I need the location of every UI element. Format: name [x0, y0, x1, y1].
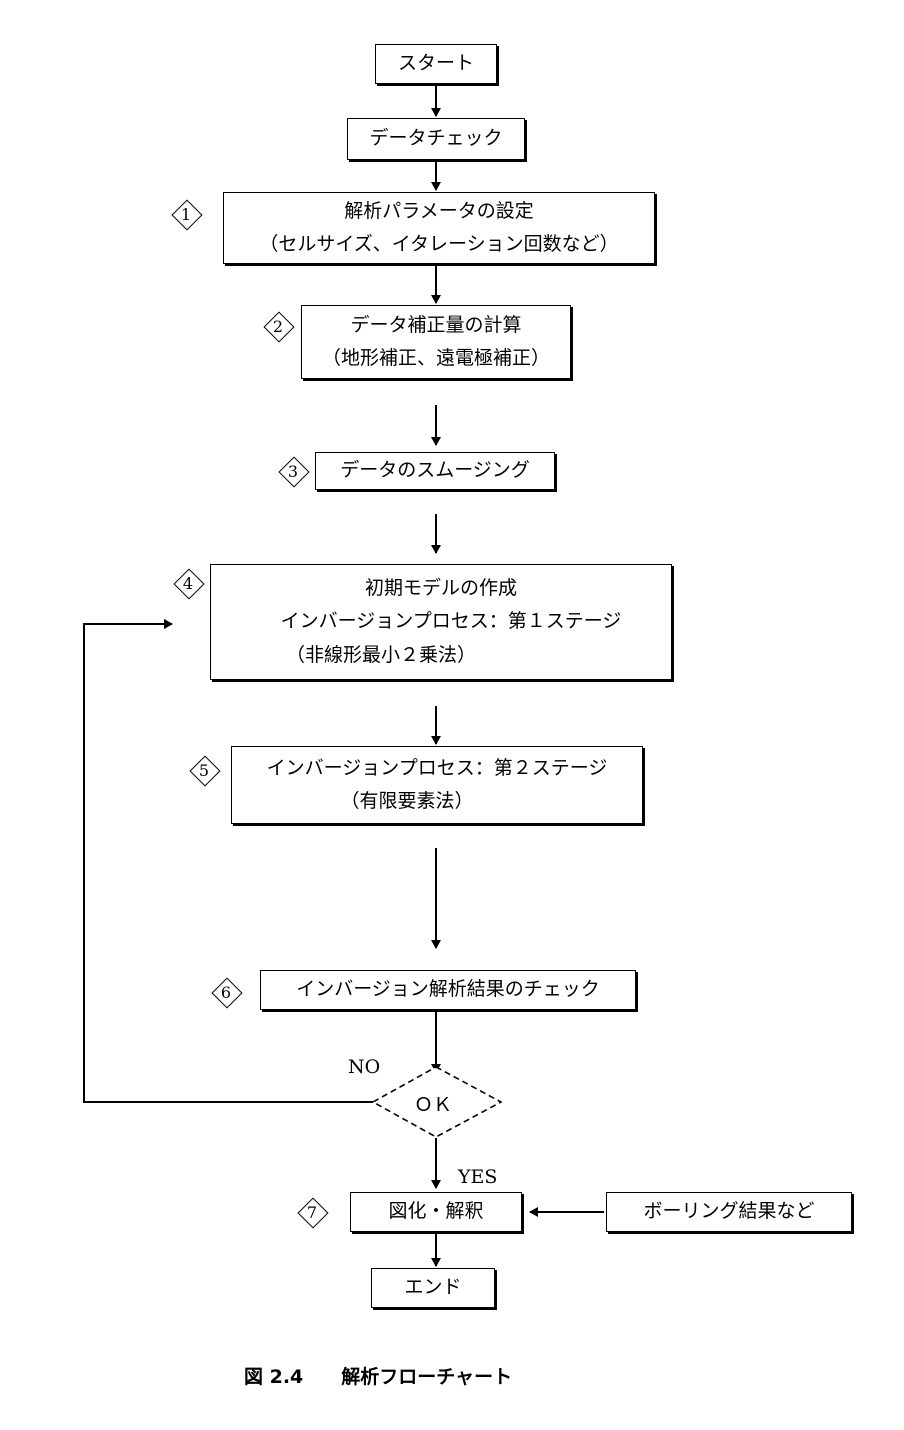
step-1-detail: （セルサイズ、イタレーション回数など） — [259, 233, 619, 255]
step-2-detail: （地形補正、遠電極補正） — [321, 347, 550, 369]
figure-title: 解析フローチャート — [341, 1366, 513, 1388]
step-4-box: 初期モデルの作成 インバージョンプロセス：第１ステージ （非線形最小２乗法） — [210, 564, 672, 680]
start-box: スタート — [375, 44, 497, 84]
end-label: エンド — [404, 1276, 462, 1299]
step-4-marker: 4 — [172, 567, 204, 599]
step-5-process: インバージョンプロセス：第２ステージ — [266, 756, 608, 779]
yes-label: YES — [458, 1166, 498, 1188]
decision-diamond — [371, 1066, 503, 1138]
decision-label: ＯＫ — [414, 1094, 453, 1116]
data-check-box: データチェック — [347, 118, 525, 160]
step-4-method: （非線形最小２乗法） — [285, 643, 476, 666]
step-3-label: データのスムージング — [340, 459, 530, 482]
data-check-label: データチェック — [369, 127, 503, 150]
step-2-marker: 2 — [262, 310, 294, 342]
step-1-marker: 1 — [170, 198, 202, 230]
step-4-process: インバージョンプロセス：第１ステージ — [280, 610, 622, 633]
step-6-marker: 6 — [210, 976, 242, 1008]
figure-number: 図 2.4 — [244, 1366, 304, 1388]
step-6-box: インバージョン解析結果のチェック — [260, 970, 636, 1010]
end-box: エンド — [371, 1268, 495, 1308]
boring-results-box: ボーリング結果など — [606, 1192, 852, 1232]
boring-results-label: ボーリング結果など — [643, 1200, 815, 1223]
step-6-label: インバージョン解析結果のチェック — [296, 978, 600, 1001]
step-7-box: 図化・解釈 — [350, 1192, 522, 1232]
figure-caption: 図 2.4 解析フローチャート — [244, 1362, 512, 1389]
step-3-box: データのスムージング — [315, 452, 555, 490]
step-2-box: データ補正量の計算 （地形補正、遠電極補正） — [301, 305, 571, 379]
step-1-box: 解析パラメータの設定 （セルサイズ、イタレーション回数など） — [223, 192, 655, 264]
step-7-marker: 7 — [296, 1196, 328, 1228]
no-label: NO — [348, 1056, 381, 1078]
step-3-marker: 3 — [277, 455, 309, 487]
step-7-label: 図化・解釈 — [388, 1200, 484, 1223]
step-1-title: 解析パラメータの設定 — [344, 199, 534, 222]
step-5-method: （有限要素法） — [340, 790, 474, 812]
start-label: スタート — [397, 52, 474, 75]
step-4-title: 初期モデルの作成 — [364, 577, 517, 600]
step-5-marker: 5 — [188, 754, 220, 786]
step-5-box: インバージョンプロセス：第２ステージ （有限要素法） — [231, 746, 643, 824]
loop-back-no — [83, 619, 373, 1103]
step-2-title: データ補正量の計算 — [350, 313, 522, 336]
